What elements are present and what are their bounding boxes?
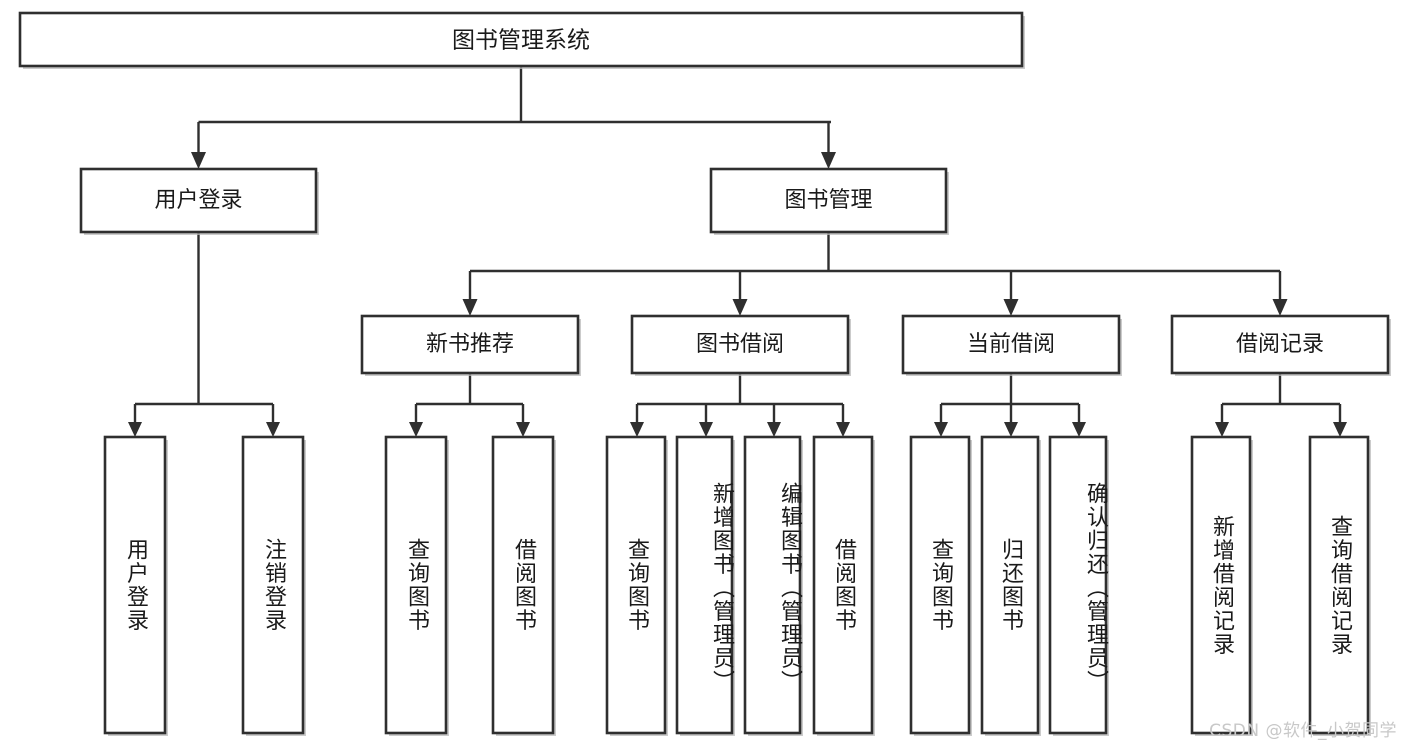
node-root-box[interactable] (18, 11, 1024, 68)
node-leaf-8-box[interactable] (812, 435, 874, 735)
node-leaf-13-box[interactable] (1308, 435, 1370, 735)
node-borrow-record-box[interactable] (1170, 314, 1390, 375)
arrow-head-book-borrow (732, 299, 748, 316)
arrow-head-leaf-1 (128, 422, 142, 437)
edge-root-to-level2 (197, 66, 831, 152)
node-new-book-rec-label: 新书推荐 (426, 332, 514, 357)
node-current-borrow-label: 当前借阅 (967, 332, 1055, 357)
arrow-head-leaf-11 (1072, 422, 1086, 437)
arrow-head-leaf-7 (767, 422, 781, 437)
node-current-borrow-box[interactable] (901, 314, 1121, 375)
arrow-head-leaf-9 (934, 422, 948, 437)
arrow-head-leaf-4 (516, 422, 530, 437)
arrow-head-leaf-10 (1004, 422, 1018, 437)
arrow-head-leaf-6 (699, 422, 713, 437)
node-new-book-rec-box[interactable] (360, 314, 580, 375)
edge-borrowrecord-to-leaves (1220, 373, 1342, 422)
node-leaf-3-box[interactable] (384, 435, 448, 735)
watermark-text: CSDN @软件_小贺同学 (1209, 721, 1397, 741)
node-leaf-12-box[interactable] (1190, 435, 1252, 735)
node-book-borrow-label: 图书借阅 (696, 332, 784, 357)
node-leaf-5-box[interactable] (605, 435, 667, 735)
arrow-head-leaf-2 (266, 422, 280, 437)
node-leaf-7-box[interactable] (743, 435, 802, 735)
node-leaf-11-box[interactable] (1048, 435, 1108, 735)
arrow-head-leaf-5 (630, 422, 644, 437)
edge-userlogin-to-leaves (133, 232, 275, 422)
node-layer: 图书管理系统 用户登录 图书管理 新书推荐 图书借阅 当前借阅 借阅记录 (18, 11, 1391, 736)
edge-newbookrec-to-leaves (414, 373, 525, 422)
arrow-head-book-manage (821, 152, 836, 169)
arrow-head-new-book-rec (462, 299, 478, 316)
node-borrow-record-label: 借阅记录 (1236, 332, 1324, 357)
edge-currentborrow-to-leaves (939, 373, 1081, 422)
edge-layer (128, 66, 1347, 437)
arrow-head-borrow-record (1272, 299, 1288, 316)
node-leaf-9-box[interactable] (909, 435, 971, 735)
arrow-head-leaf-13 (1333, 422, 1347, 437)
edge-bookmanage-to-level3 (468, 232, 1282, 299)
edge-bookborrow-to-leaves (635, 373, 845, 422)
arrow-head-leaf-8 (836, 422, 850, 437)
node-book-manage-label: 图书管理 (784, 188, 872, 213)
node-book-manage-box[interactable] (709, 167, 948, 234)
node-book-borrow-box[interactable] (630, 314, 850, 375)
node-leaf-6-box[interactable] (675, 435, 734, 735)
node-root-label: 图书管理系统 (452, 28, 590, 54)
node-user-login-label: 用户登录 (154, 188, 242, 213)
node-user-login-box[interactable] (79, 167, 318, 234)
node-leaf-4-box[interactable] (491, 435, 555, 735)
arrow-head-current-borrow (1003, 299, 1019, 316)
node-leaf-2-box[interactable] (241, 435, 305, 735)
arrow-head-user-login (191, 152, 206, 169)
node-leaf-10-box[interactable] (980, 435, 1040, 735)
arrow-head-leaf-12 (1215, 422, 1229, 437)
node-leaf-1-box[interactable] (103, 435, 167, 735)
arrow-head-leaf-3 (409, 422, 423, 437)
